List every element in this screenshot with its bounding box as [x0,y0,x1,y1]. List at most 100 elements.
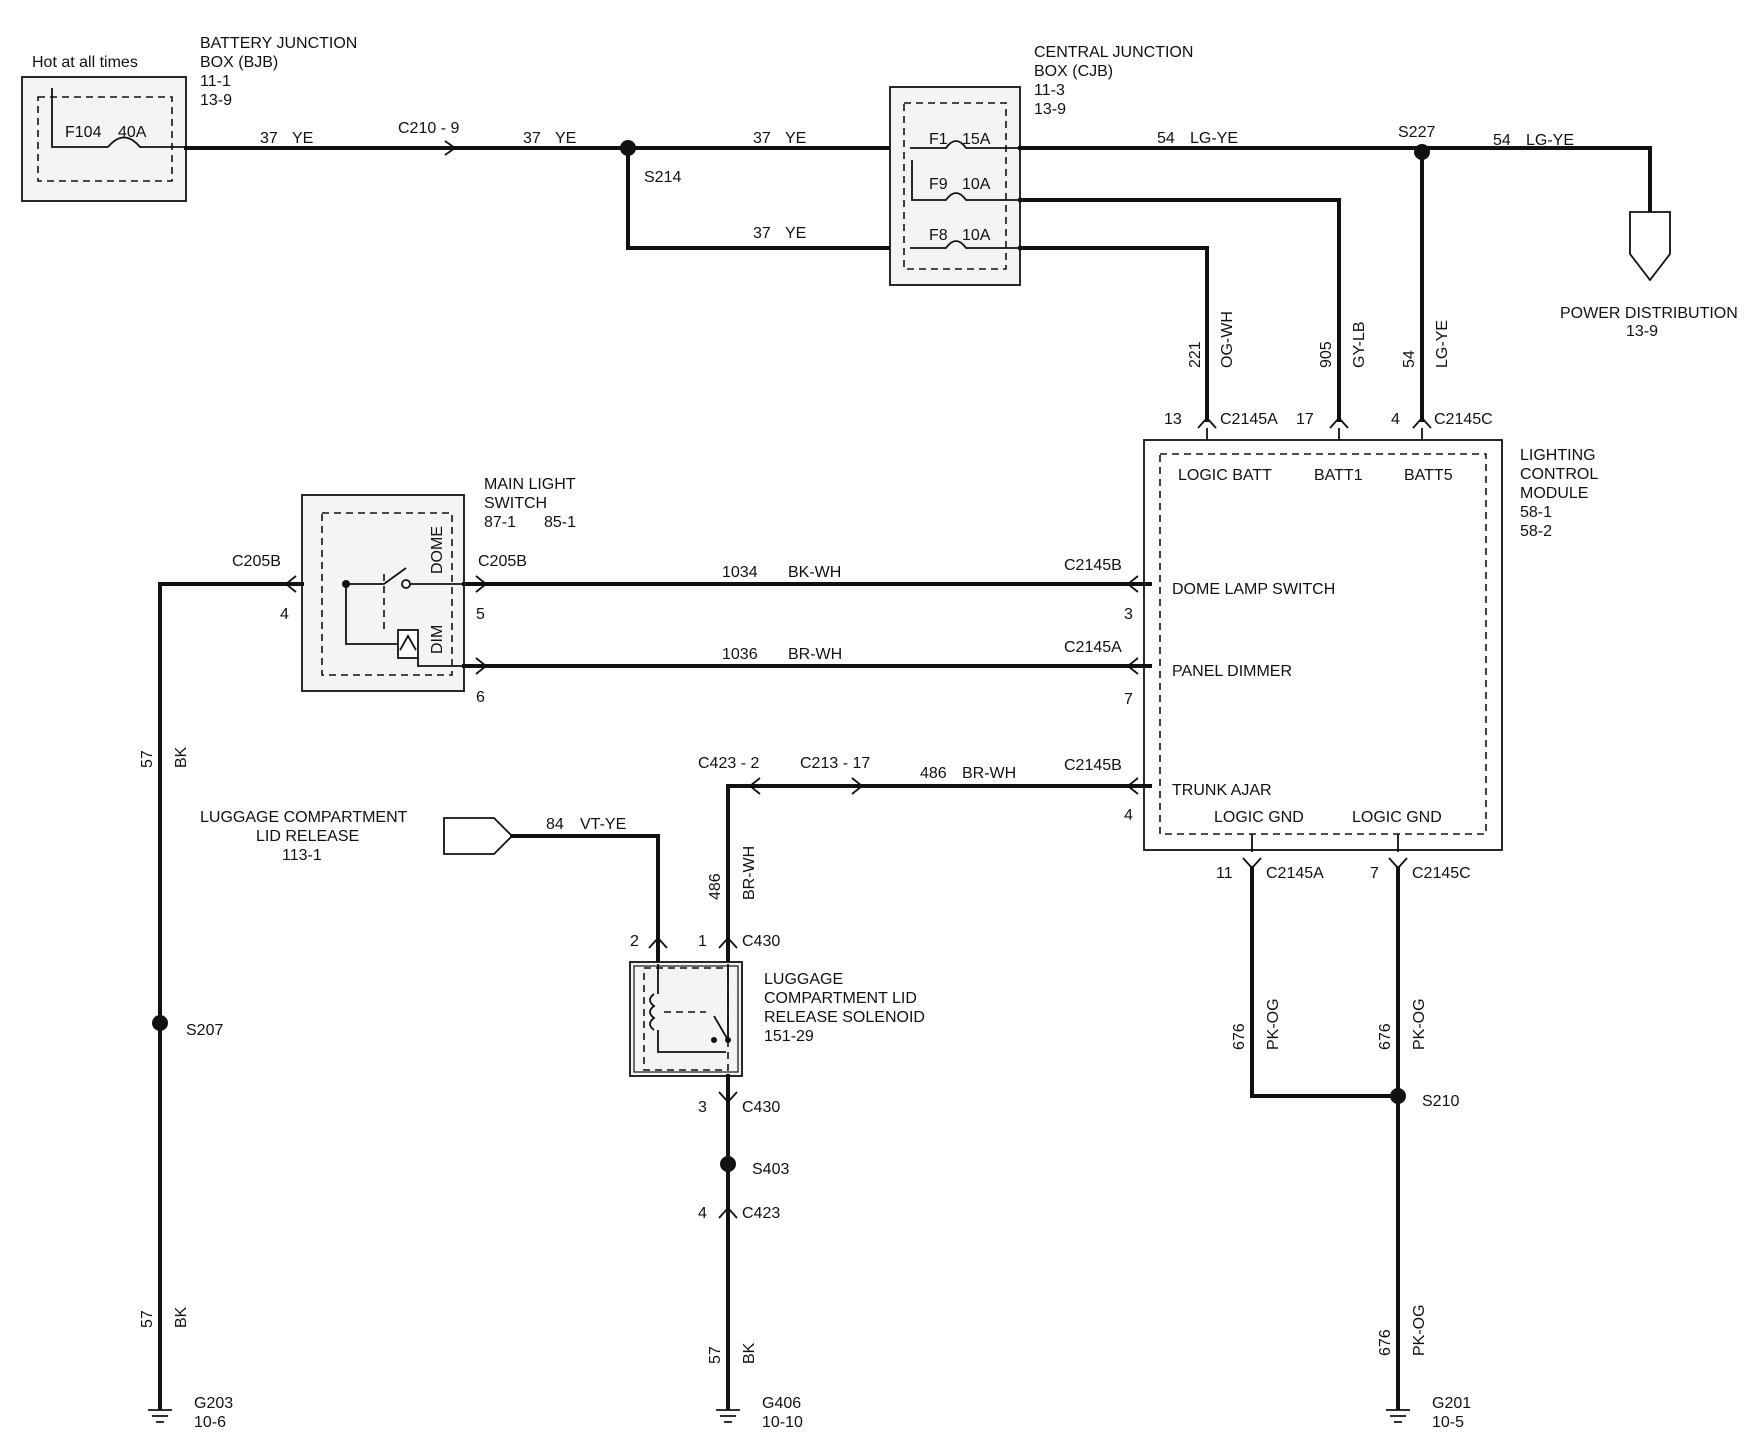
power-distribution-connector [1629,211,1671,282]
lcm-pin-logic-gnd-a: LOGIC GND [1214,809,1304,826]
connector-id: C430 [742,1099,780,1116]
connector-pin: 4 [1124,807,1133,824]
lcm-title-3: MODULE [1520,485,1588,502]
c210-arrow [444,140,457,156]
switch-dim-label: DIM [429,625,446,654]
lighting-control-module: LOGIC BATT BATT1 BATT5 DOME LAMP SWITCH … [1143,439,1503,851]
c213-chevron [851,777,864,795]
ground-g406-label: G406 [762,1395,801,1412]
c205b-5-chevron [475,575,488,593]
wire-circuit: 221 [1187,341,1204,368]
ground-g201-ref: 10-5 [1432,1414,1464,1431]
wire-color: BK [173,746,190,768]
wire-color: OG-WH [1219,311,1236,368]
connector-id: C423 [742,1205,780,1222]
connector-pin: 13 [1164,411,1182,428]
connector-id: C2145A [1220,411,1278,428]
wire-color: YE [292,130,313,147]
connector-pin: 11 [1216,865,1233,882]
wire-905 [1018,198,1341,422]
cjb-f8: F8 [929,227,948,244]
wire-color: LG-YE [1190,130,1238,147]
wire-color: BK-WH [788,564,841,581]
solenoid-ref: 151-29 [764,1028,814,1045]
lcm-pin-batt1: BATT1 [1314,467,1363,484]
connector-id: C2145A [1064,639,1122,656]
bjb-fuse-rating: 40A [118,124,147,141]
wire-circuit: 486 [707,873,724,900]
ground-g406-icon [716,1409,740,1423]
lcm-pin-logic-gnd-b: LOGIC GND [1352,809,1442,826]
wire-color: BR-WH [788,646,842,663]
lcm-ref-1: 58-1 [1520,504,1552,521]
bjb-title-1: BATTERY JUNCTION [200,35,357,52]
ground-g201-label: G201 [1432,1395,1471,1412]
wire-circuit: 37 [753,130,771,147]
c423-2-label: C423 - 2 [698,755,759,772]
switch-dome-label: DOME [429,526,446,574]
wire-37-to-f8 [626,146,912,250]
connector-pin: 17 [1296,411,1314,428]
luggage-release-ref: 113-1 [282,847,322,864]
wire-color: PK-OG [1411,1304,1428,1356]
connector-id: C2145A [1266,865,1324,882]
main-light-switch-ref-1: 87-1 [484,514,516,531]
connector-id: C430 [742,933,780,950]
lcm-pin-panel-dimmer: PANEL DIMMER [1172,663,1292,680]
solenoid-title-1: LUGGAGE [764,971,843,988]
wire-circuit: 676 [1377,1329,1394,1356]
connector-pin: 2 [630,933,639,950]
wire-color: BK [741,1342,758,1364]
ground-g203-label: G203 [194,1395,233,1412]
ground-g201-icon [1386,1409,1410,1423]
wire-circuit: 905 [1318,341,1335,368]
wire-color: LG-YE [1526,132,1574,149]
main-light-switch [301,494,465,692]
c2145b-3-chevron [1126,575,1139,593]
wire-circuit: 57 [139,1310,156,1328]
c205b-6-chevron [475,657,488,675]
wire-circuit: 37 [753,225,771,242]
wire-circuit: 1036 [722,646,758,663]
luggage-release-title-2: LID RELEASE [256,828,359,845]
wire-color: VT-YE [580,816,626,833]
wire-color: BR-WH [962,765,1016,782]
splice-s214-label: S214 [644,169,681,186]
bjb-fuse-label: F104 [65,124,102,141]
splice-s227-label: S227 [1398,124,1435,141]
wire-circuit: 57 [707,1346,724,1364]
lcm-title-1: LIGHTING [1520,447,1596,464]
c430-3-chevron [718,1091,738,1104]
splice-s210 [1390,1088,1406,1104]
lcm-ref-2: 58-2 [1520,523,1552,540]
cjb-title-1: CENTRAL JUNCTION [1034,44,1193,61]
power-distribution-ref: 13-9 [1626,323,1658,340]
connector-id: C2145C [1412,865,1471,882]
connector-pin: 6 [476,689,485,706]
cjb-ref-2: 13-9 [1034,101,1066,118]
connector-id: C2145B [1064,557,1122,574]
connector-id: C2145B [1064,757,1122,774]
wire-color: PK-OG [1411,998,1428,1050]
luggage-release-connector [443,817,514,855]
connector-pin: 4 [280,606,289,623]
connector-id: C205B [232,553,281,570]
solenoid-title-2: COMPARTMENT LID [764,990,917,1007]
battery-junction-box: F104 40A [21,76,187,202]
wire-color: YE [555,130,576,147]
wire-color: BR-WH [741,846,758,900]
lcm-pin-dome-lamp-switch: DOME LAMP SWITCH [1172,581,1335,598]
splice-s403 [720,1156,736,1172]
luggage-release-title-1: LUGGAGE COMPARTMENT [200,809,408,826]
cjb-ref-1: 11-3 [1034,82,1065,99]
wire-color: GY-LB [1351,321,1368,368]
hot-at-all-times-label: Hot at all times [32,54,138,71]
wire-circuit: 486 [920,765,947,782]
connector-pin: 7 [1124,691,1133,708]
c213-label: C213 - 17 [800,755,870,772]
wire-circuit: 54 [1493,132,1511,149]
solenoid-title-3: RELEASE SOLENOID [764,1009,925,1026]
connector-pin: 3 [698,1099,707,1116]
bjb-ref-1: 11-1 [200,73,231,90]
